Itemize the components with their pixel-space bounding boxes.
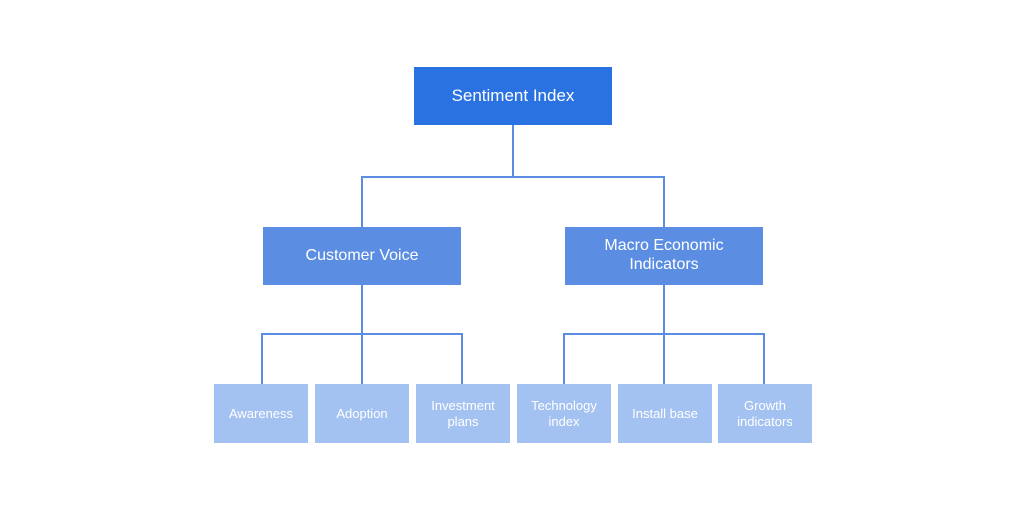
node-install-base[interactable]: Install base [618,384,712,443]
node-label: Technology index [531,398,597,429]
node-label: Install base [632,405,698,421]
node-technology-index[interactable]: Technology index [517,384,611,443]
node-label: Customer Voice [305,246,419,264]
node-macro-economic-indicators[interactable]: Macro Economic Indicators [565,227,763,285]
node-sentiment-index[interactable]: Sentiment Index [414,67,612,125]
node-growth-indicators[interactable]: Growth indicators [718,384,812,443]
node-awareness[interactable]: Awareness [214,384,308,443]
node-label: Adoption [336,405,388,421]
node-label: Investment plans [431,398,495,429]
node-label: Awareness [228,405,294,421]
node-customer-voice[interactable]: Customer Voice [263,227,461,285]
node-label: Sentiment Index [451,85,575,105]
node-label: Growth indicators [737,398,793,429]
node-label: Macro Economic Indicators [604,237,724,273]
node-adoption[interactable]: Adoption [315,384,409,443]
node-investment-plans[interactable]: Investment plans [416,384,510,443]
